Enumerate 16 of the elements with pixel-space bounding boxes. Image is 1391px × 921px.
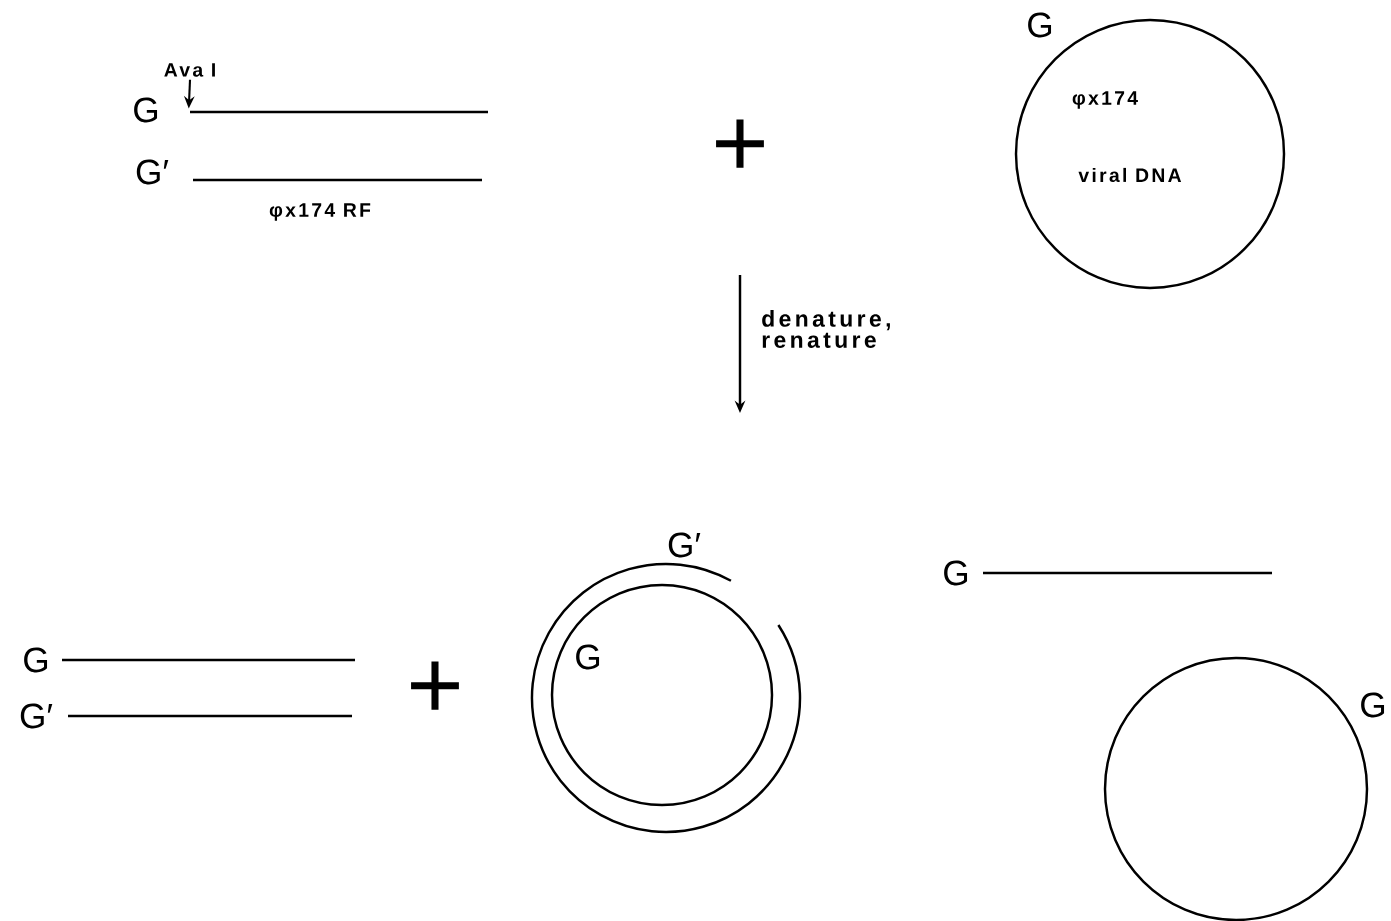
strand-end-label: G <box>24 647 48 673</box>
strand-end-label: G′ <box>136 159 169 185</box>
enzyme-label: Ava I <box>164 63 215 77</box>
strand-end-label: G <box>1361 692 1385 718</box>
step-label: denature, renature <box>762 310 890 348</box>
plus-sign: + <box>716 119 764 168</box>
circle-label: φx174 <box>1072 91 1138 109</box>
circle-label: viral DNA <box>1078 167 1182 183</box>
strand-end-label: G <box>944 560 968 586</box>
strand-end-label: G′ <box>668 532 701 558</box>
strand-end-label: G <box>134 97 158 123</box>
strand-end-label: G <box>1028 12 1052 38</box>
strand-end-label: G′ <box>20 703 53 729</box>
plus-sign: + <box>411 661 459 710</box>
strand-label: φx174 RF <box>269 203 371 221</box>
strand-end-label: G <box>576 644 600 670</box>
